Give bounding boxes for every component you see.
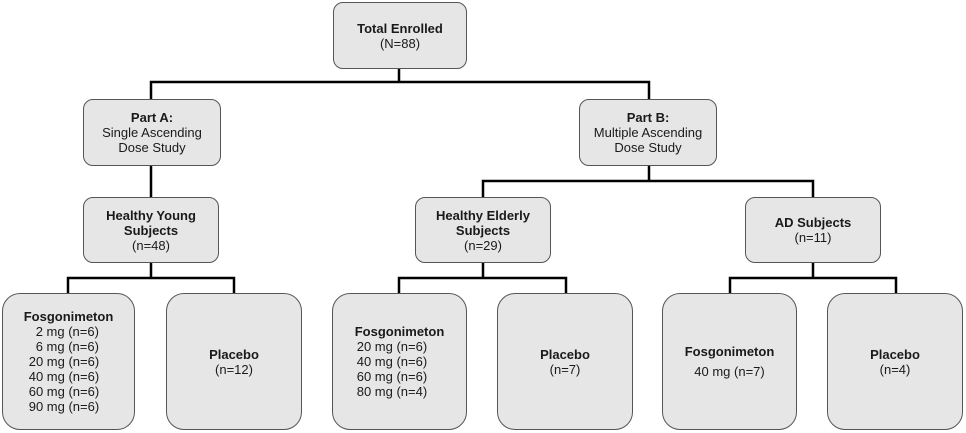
node-line: (n=7)	[549, 361, 581, 377]
node-part-a: Part A: Single Ascending Dose Study	[83, 99, 221, 166]
node-line: Dose Study	[614, 140, 682, 155]
node-line: (N=88)	[379, 35, 421, 51]
node-title: Healthy Young Subjects	[106, 207, 196, 238]
node-line: 20 mg (n=6)	[28, 354, 100, 369]
node-title: Part A:	[130, 110, 174, 125]
node-line: Single Ascending	[102, 125, 202, 140]
node-healthy-young: Healthy Young Subjects (n=48)	[83, 197, 219, 263]
node-line: 90 mg (n=6)	[28, 399, 100, 414]
node-title: Part B:	[626, 110, 670, 125]
node-line: Dose Study	[118, 140, 186, 155]
connector-ad-to-arms	[728, 261, 898, 295]
node-elderly-fosgonimeton: Fosgonimeton 20 mg (n=6) 40 mg (n=6) 60 …	[332, 293, 467, 430]
node-line: 40 mg (n=7)	[694, 364, 765, 379]
node-title: AD Subjects	[774, 215, 852, 230]
node-line: (n=12)	[215, 361, 253, 377]
node-ad-subjects: AD Subjects (n=11)	[745, 197, 881, 263]
node-line: 40 mg (n=6)	[356, 354, 428, 369]
node-title: Total Enrolled	[357, 20, 443, 36]
node-line: 60 mg (n=6)	[356, 369, 428, 384]
node-line: (n=29)	[464, 237, 502, 253]
node-line: (n=48)	[132, 237, 170, 253]
node-line: 80 mg (n=4)	[356, 384, 428, 399]
node-line: 6 mg (n=6)	[35, 339, 99, 354]
node-ad-fosgonimeton: Fosgonimeton 40 mg (n=7)	[662, 293, 797, 430]
node-title: Fosgonimeton	[684, 344, 775, 359]
node-part-b: Part B: Multiple Ascending Dose Study	[579, 99, 717, 166]
node-line: 2 mg (n=6)	[35, 324, 99, 339]
connector-partb-to-groups	[481, 164, 815, 199]
node-young-fosgonimeton: Fosgonimeton 2 mg (n=6) 6 mg (n=6) 20 mg…	[2, 293, 135, 430]
node-title: Placebo	[540, 346, 590, 362]
connector-elderly-to-arms	[397, 261, 568, 295]
node-title: Fosgonimeton	[354, 324, 445, 339]
node-line: (n=11)	[794, 230, 832, 245]
node-line: 60 mg (n=6)	[28, 384, 100, 399]
node-total-enrolled: Total Enrolled (N=88)	[333, 2, 467, 69]
node-ad-placebo: Placebo (n=4)	[827, 293, 963, 430]
node-line: (n=4)	[879, 361, 911, 377]
node-elderly-placebo: Placebo (n=7)	[497, 293, 633, 430]
node-title: Placebo	[209, 346, 259, 362]
node-title: Placebo	[870, 346, 920, 362]
node-line: Multiple Ascending	[593, 125, 703, 140]
connector-young-to-arms	[66, 261, 236, 295]
node-line: 40 mg (n=6)	[28, 369, 100, 384]
connector-total-to-parts	[149, 67, 651, 101]
node-young-placebo: Placebo (n=12)	[166, 293, 302, 430]
node-line: 20 mg (n=6)	[356, 339, 428, 354]
node-healthy-elderly: Healthy Elderly Subjects (n=29)	[415, 197, 551, 263]
node-title: Healthy Elderly Subjects	[436, 207, 530, 238]
node-title: Fosgonimeton	[23, 309, 114, 324]
